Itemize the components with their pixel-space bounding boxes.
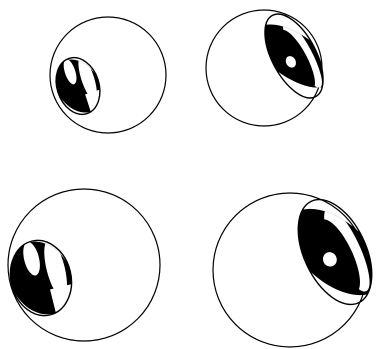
panel-top-left <box>49 17 166 133</box>
panel-bottom-left <box>3 189 160 341</box>
eye-shape <box>49 51 114 130</box>
eye-dark-base <box>49 52 107 120</box>
panel-bottom-right <box>213 188 376 347</box>
eye-dark-base <box>3 234 80 322</box>
eye-white-band <box>50 282 88 326</box>
panel-top-right <box>206 5 335 126</box>
eye-shape <box>3 232 89 335</box>
